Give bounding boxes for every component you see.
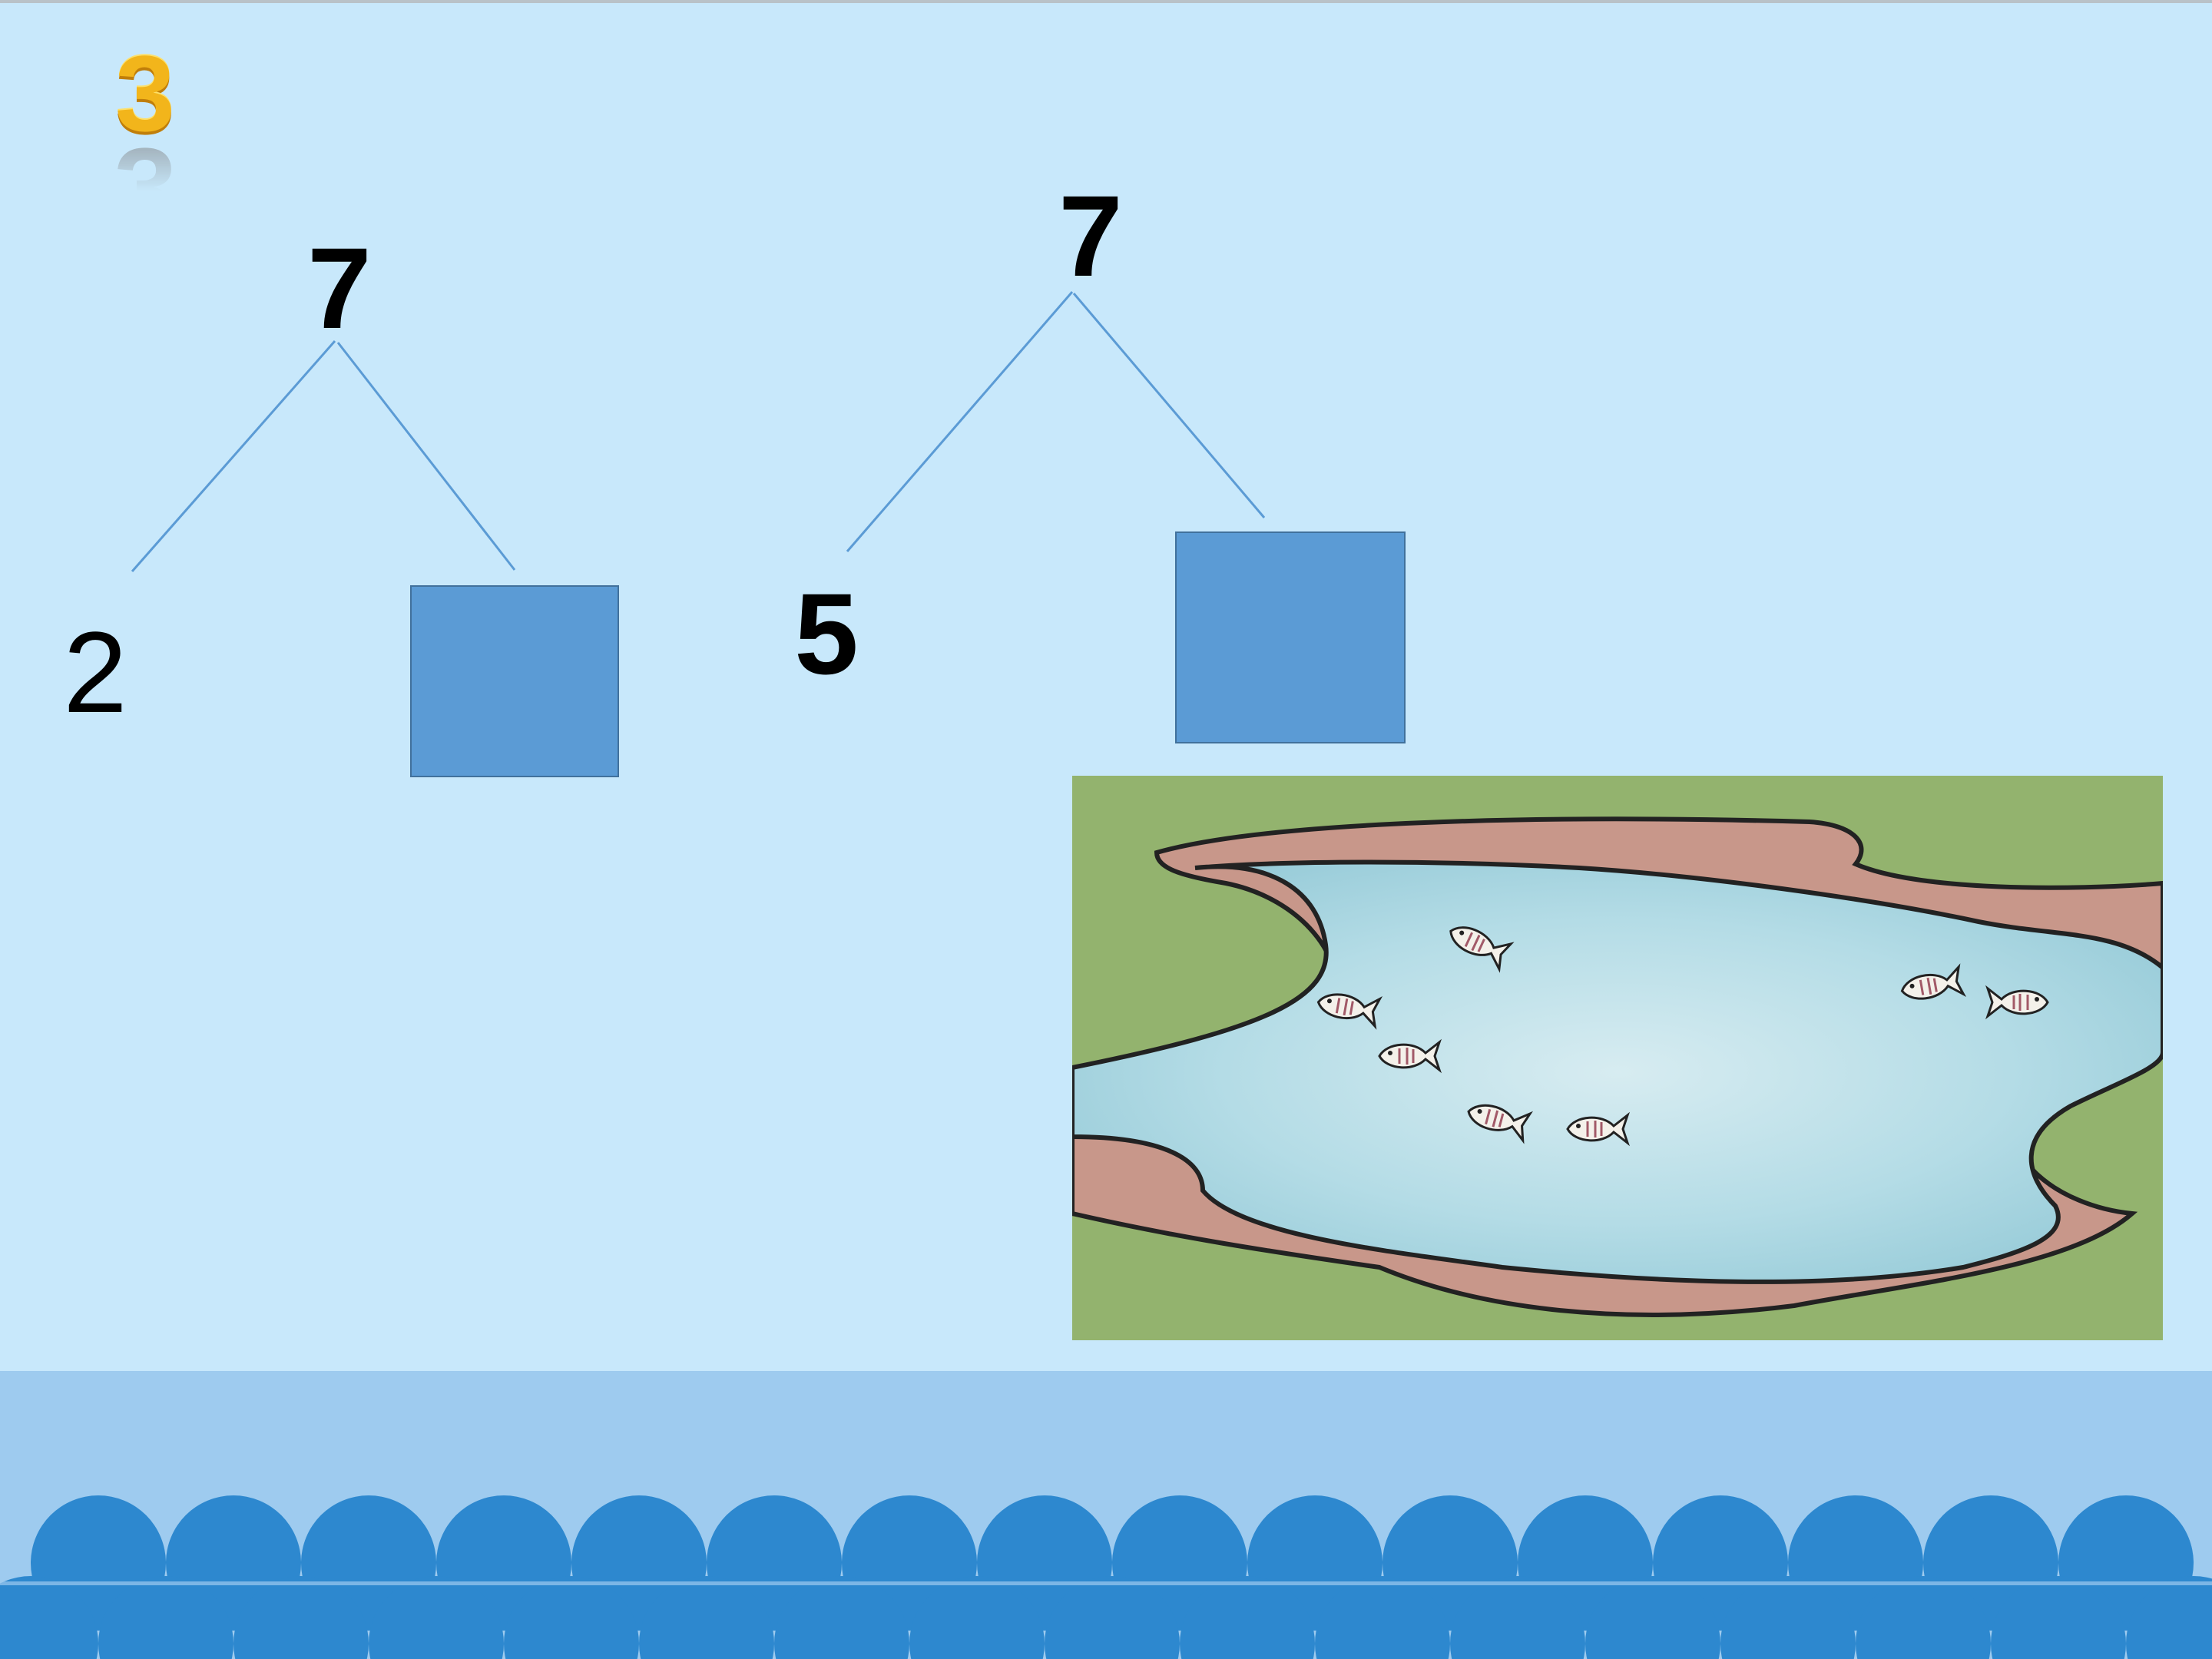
left-bond-answer-box[interactable]: [410, 585, 619, 777]
left-bond-whole: 7: [307, 224, 372, 353]
pond-picture: [1072, 776, 2163, 1340]
right-bond-part-known: 5: [794, 569, 859, 698]
right-bond-connector-left: [846, 291, 1074, 552]
top-border: [0, 0, 2212, 3]
left-bond-part-known: 2: [63, 608, 127, 737]
wave-decoration: [0, 1495, 2212, 1659]
left-bond-connector-left: [131, 340, 336, 572]
slide-number-digit: 3: [115, 33, 175, 154]
right-bond-answer-box[interactable]: [1175, 531, 1406, 743]
left-bond-connector-right: [336, 342, 516, 571]
right-bond-whole: 7: [1058, 171, 1123, 300]
slide-number: 3 3: [115, 33, 184, 247]
right-bond-connector-right: [1072, 293, 1266, 518]
